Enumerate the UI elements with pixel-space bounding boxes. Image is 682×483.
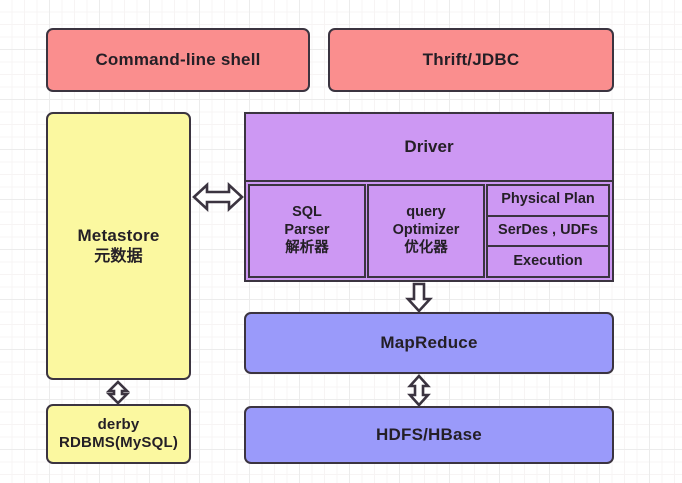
node-label: Command-line shell [95,49,261,69]
sql-parser-line3: 解析器 [285,239,329,256]
double-arrow-vertical-icon [106,380,130,405]
driver-cell-query-optimizer[interactable]: query Optimizer 优化器 [367,184,485,278]
node-hdfs-hbase[interactable]: HDFS/HBase [244,406,614,464]
metastore-label-en: Metastore [77,225,160,245]
derby-label-name: derby [97,416,140,434]
node-driver[interactable]: Driver SQL Parser 解析器 query Optimizer 优化… [244,112,614,282]
node-mapreduce[interactable]: MapReduce [244,312,614,374]
metastore-label-zh: 元数据 [94,247,143,265]
node-label: MapReduce [380,332,478,352]
sql-parser-line2: Parser [284,222,330,239]
driver-cell-physical-plan[interactable]: Physical Plan [486,184,610,217]
driver-components: SQL Parser 解析器 query Optimizer 优化器 Physi… [246,182,612,280]
node-label: SerDes , UDFs [498,222,598,239]
node-label-group: SQL Parser 解析器 [284,204,329,257]
query-optimizer-line2: Optimizer [392,222,460,239]
derby-label-detail: RDBMS(MySQL) [58,434,179,451]
node-label: Execution [513,252,583,269]
double-arrow-horizontal-icon [192,180,244,214]
driver-cell-serdes-udfs[interactable]: SerDes , UDFs [486,214,610,248]
node-label: HDFS/HBase [376,424,482,444]
node-label-group: derby RDBMS(MySQL) [59,416,178,451]
driver-right-column: Physical Plan SerDes , UDFs Execution [486,184,610,279]
node-label-group: Metastore 元数据 [77,226,159,267]
node-derby-rdbms[interactable]: derby RDBMS(MySQL) [46,404,191,464]
query-optimizer-line3: 优化器 [404,239,448,256]
arrow-down-icon [405,282,433,313]
query-optimizer-line1: query [406,204,446,221]
node-label: Thrift/JDBC [422,49,520,69]
driver-cell-execution[interactable]: Execution [486,245,610,279]
node-label: Physical Plan [501,191,595,208]
node-metastore[interactable]: Metastore 元数据 [46,112,191,380]
node-command-line-shell[interactable]: Command-line shell [46,28,310,92]
node-thrift-jdbc[interactable]: Thrift/JDBC [328,28,614,92]
node-label-group: query Optimizer 优化器 [393,204,460,257]
double-arrow-vertical-icon [407,374,431,407]
driver-title: Driver [246,114,612,182]
driver-cell-sql-parser[interactable]: SQL Parser 解析器 [248,184,366,278]
sql-parser-line1: SQL [292,204,322,221]
